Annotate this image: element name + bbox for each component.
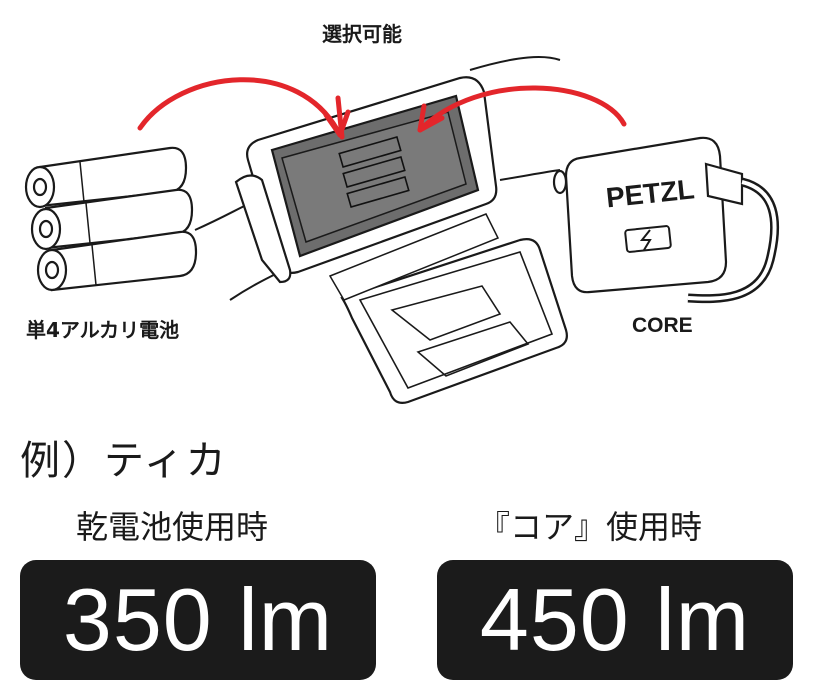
charging-bolt-icon [624, 225, 672, 253]
core-label: CORE [632, 314, 693, 337]
example-title: 例）ティカ [20, 438, 228, 484]
core-lumens-badge: 450 lm [437, 560, 793, 680]
aa-battery-label: 単4アルカリ電池 [26, 318, 180, 342]
selection-arrows [137, 77, 627, 140]
core-mode-label: 『コア』使用時 [478, 508, 703, 546]
dry-battery-mode-label: 乾電池使用時 [76, 508, 269, 546]
selectable-label: 選択可能 [322, 22, 402, 46]
core-lumens-value: 450 lm [479, 570, 751, 669]
dry-battery-lumens-value: 350 lm [62, 570, 334, 669]
aa-battery-icon [24, 146, 198, 292]
core-battery-pack-icon [552, 136, 780, 304]
headlamp-battery-compartment-icon [234, 76, 568, 404]
battery-options-illustration: PETZL [24, 56, 780, 404]
dry-battery-lumens-badge: 350 lm [20, 560, 376, 680]
